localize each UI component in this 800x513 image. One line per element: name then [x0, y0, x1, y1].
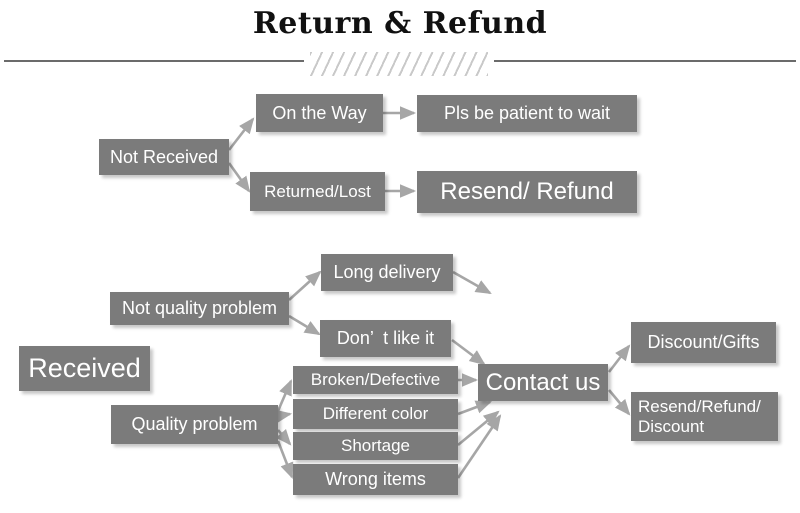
node-received[interactable]: Received [19, 346, 150, 391]
page-title: Return & Refund [252, 6, 548, 41]
node-dont-like-it[interactable]: Don’ t like it [320, 320, 451, 357]
node-not-received[interactable]: Not Received [99, 139, 229, 175]
node-discount-gifts[interactable]: Discount/Gifts [631, 322, 776, 363]
node-quality-problem[interactable]: Quality problem [111, 405, 278, 444]
node-long-delivery[interactable]: Long delivery [321, 254, 453, 291]
node-different-color[interactable]: Different color [293, 399, 458, 429]
node-pls-be-patient-to-wait[interactable]: Pls be patient to wait [417, 95, 637, 132]
node-not-quality-problem[interactable]: Not quality problem [110, 292, 289, 325]
divider-rule-left [4, 60, 304, 62]
node-resend-refund-discount[interactable]: Resend/Refund/ Discount [631, 392, 778, 441]
node-broken-defective[interactable]: Broken/Defective [293, 366, 458, 394]
node-wrong-items[interactable]: Wrong items [293, 464, 458, 495]
hatch-divider [0, 52, 800, 78]
node-contact-us[interactable]: Contact us [478, 364, 608, 401]
diagonal-hatch-icon [310, 52, 488, 76]
divider-rule-right [494, 60, 796, 62]
node-shortage[interactable]: Shortage [293, 432, 458, 460]
node-resend-refund[interactable]: Resend/ Refund [417, 171, 637, 213]
node-returned-lost[interactable]: Returned/Lost [250, 172, 385, 211]
node-on-the-way[interactable]: On the Way [256, 94, 383, 132]
